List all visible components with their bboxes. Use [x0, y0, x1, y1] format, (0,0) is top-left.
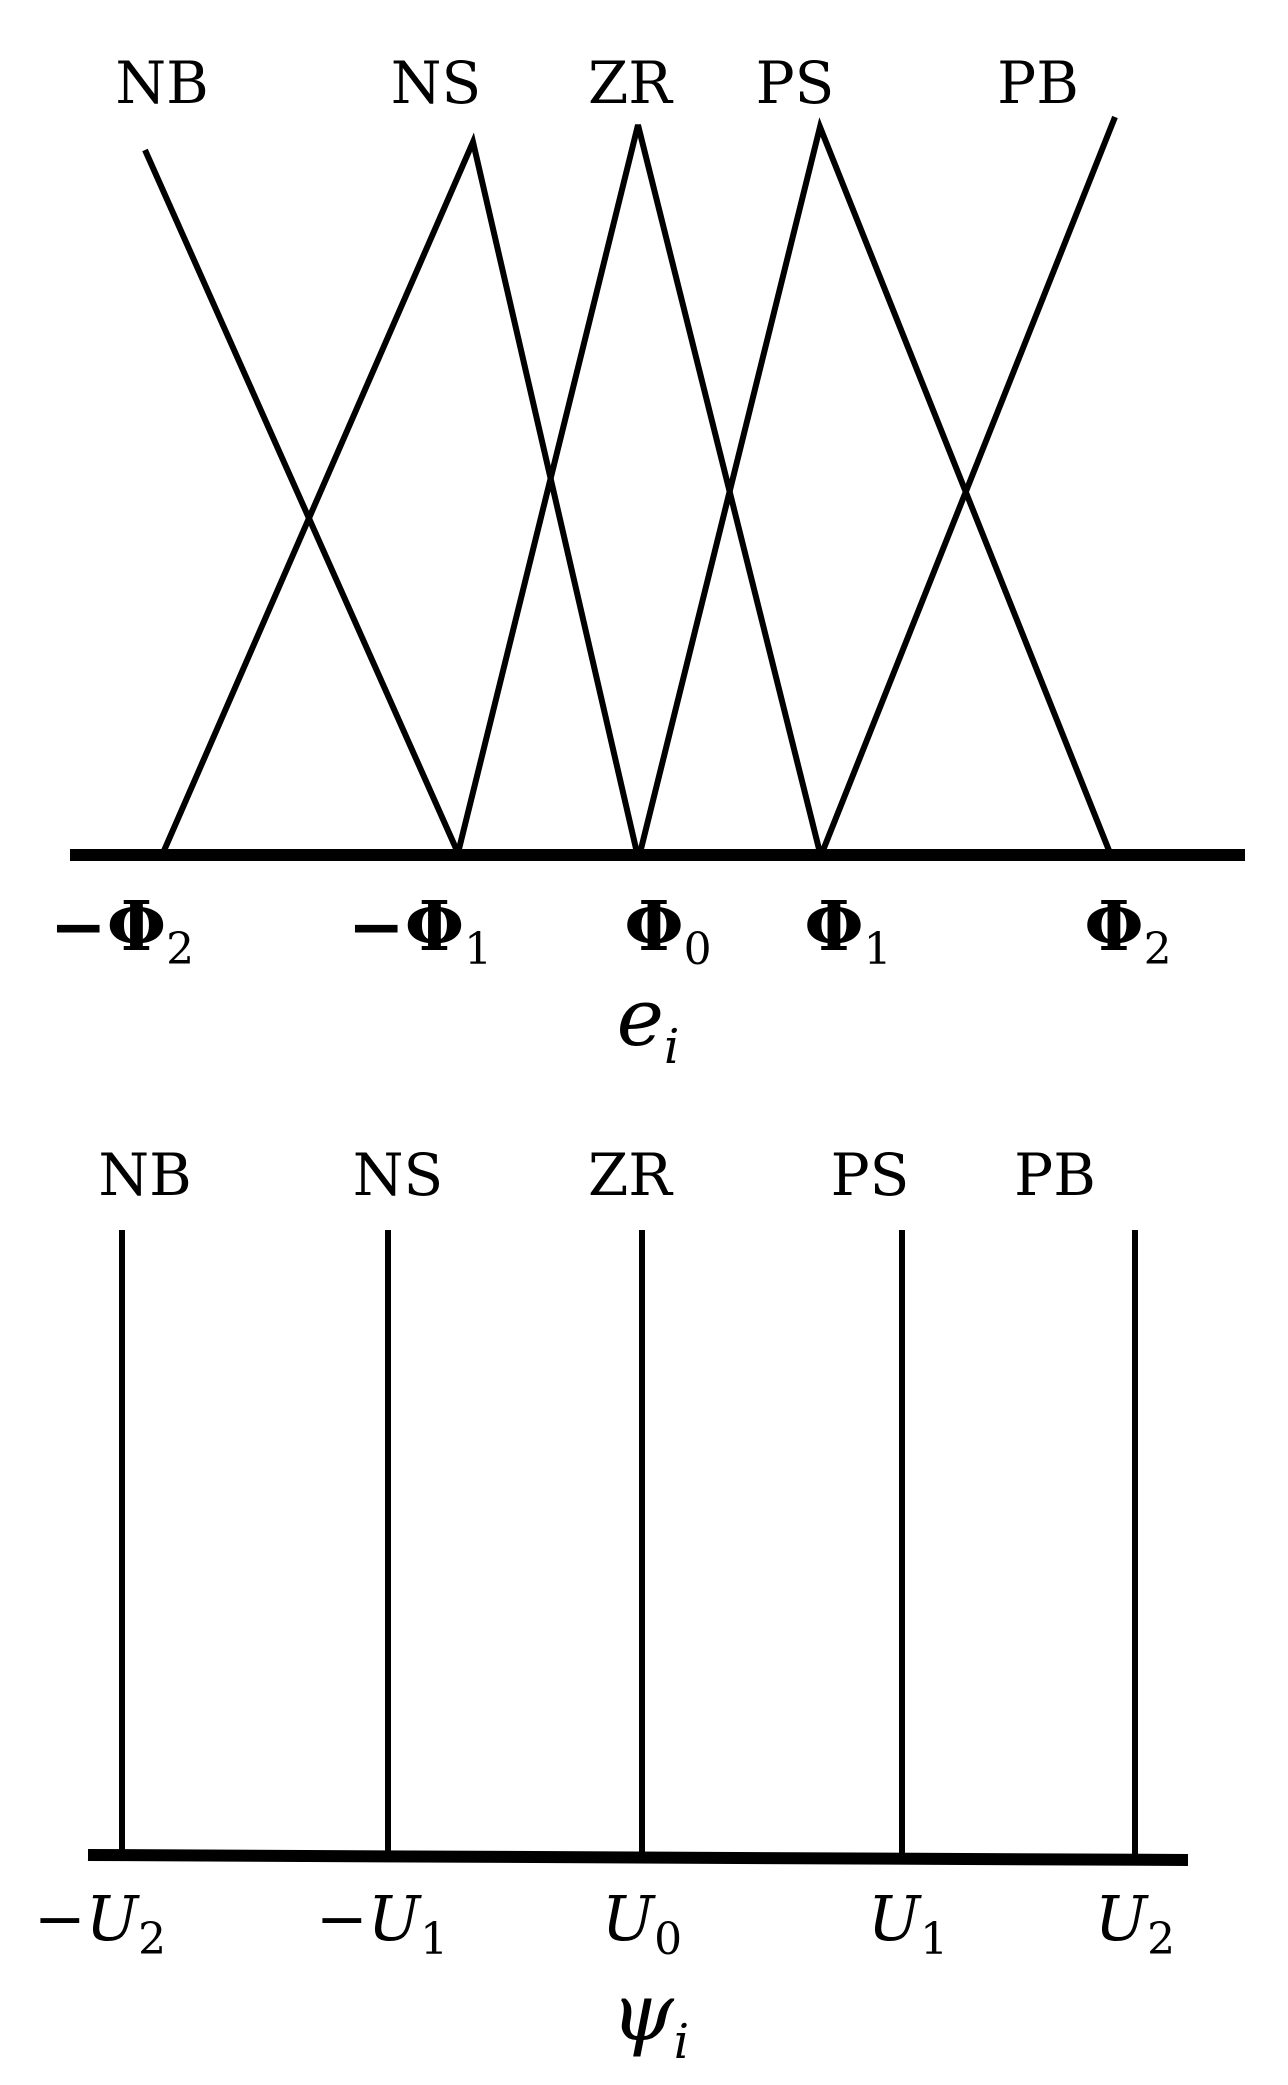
tick-label-u-2: U2: [1095, 1882, 1175, 1965]
output-set-label-ns: NS: [353, 1141, 443, 1209]
output-set-label-nb: NB: [98, 1141, 191, 1209]
set-label-pb: PB: [997, 49, 1079, 117]
tick-label-phi-0: Φ0: [624, 887, 711, 975]
set-label-nb: NB: [115, 49, 208, 117]
output-axis-variable: ψi: [611, 1966, 689, 2070]
output-singleton-panel: NB NS ZR PS PB −U2 −U1 U0 U1 U2 ψi: [34, 1141, 1189, 2070]
tick-label-neg-u-2: −U2: [34, 1882, 166, 1965]
tick-label-phi-2: Φ2: [1084, 887, 1171, 975]
tick-label-u-0: U0: [602, 1882, 682, 1965]
membership-ps-line: [637, 117, 1113, 855]
error-axis-variable: ei: [617, 971, 680, 1075]
membership-zr-line: [455, 124, 823, 854]
output-set-label-pb: PB: [1014, 1141, 1096, 1209]
error-membership-panel: NB NS ZR PS PB −Φ2 −Φ1 Φ0 Φ1 Φ2 ei: [50, 49, 1245, 1075]
set-label-zr: ZR: [588, 49, 674, 117]
membership-nb-line: [142, 148, 461, 855]
tick-label-u-1: U1: [868, 1882, 948, 1965]
set-label-ps: PS: [756, 49, 835, 117]
tick-label-phi-1: Φ1: [804, 887, 891, 975]
output-axis-baseline: [87, 1849, 1189, 1866]
tick-label-neg-u-1: −U1: [316, 1882, 448, 1965]
set-label-ns: NS: [391, 49, 481, 117]
tick-label-neg-phi-1: −Φ1: [348, 887, 492, 975]
output-set-label-zr: ZR: [588, 1141, 674, 1209]
membership-pb-line: [819, 115, 1118, 855]
membership-ns-line: [160, 132, 640, 855]
output-set-label-ps: PS: [831, 1141, 910, 1209]
tick-label-neg-phi-2: −Φ2: [50, 887, 194, 975]
